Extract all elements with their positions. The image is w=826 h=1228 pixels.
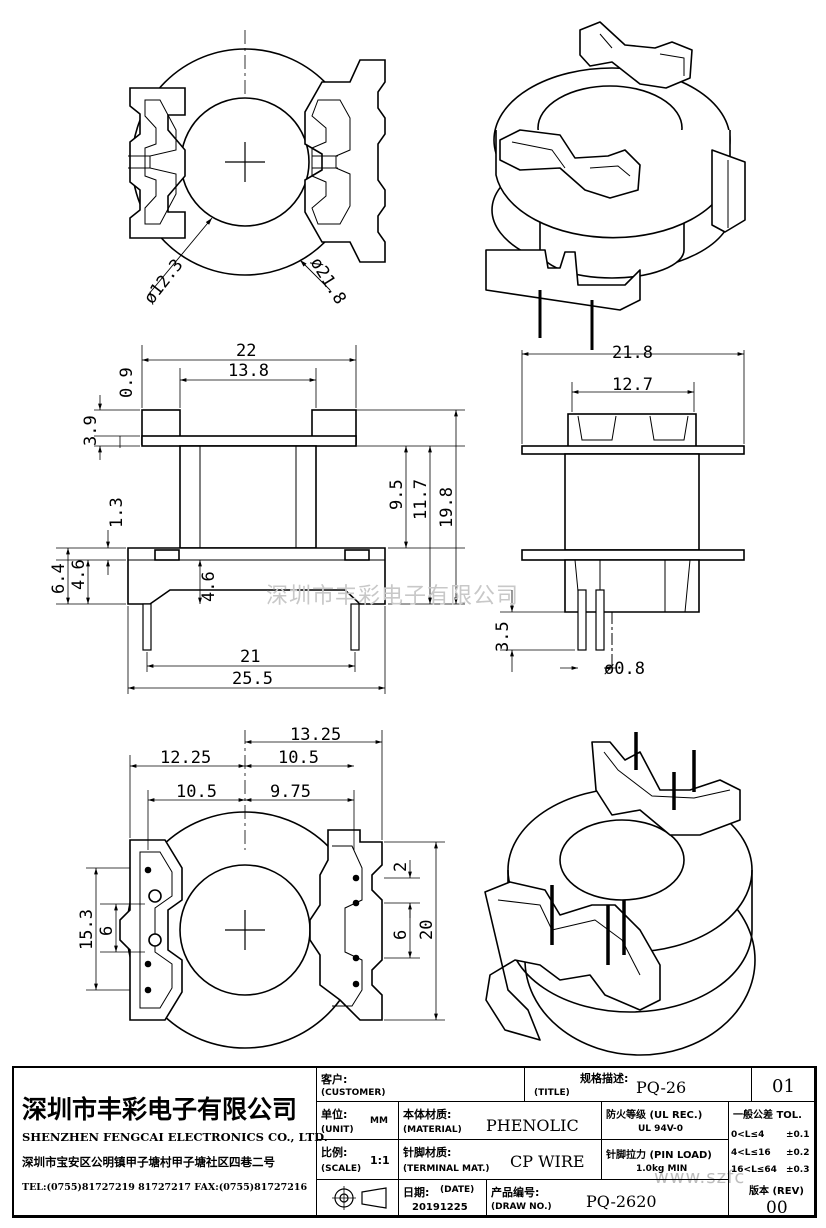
material-label-cn: 本体材质: bbox=[403, 1108, 452, 1121]
dim-h4-6b: 4.6 bbox=[199, 571, 219, 602]
watermark: 深圳市丰彩电子有限公司 bbox=[266, 584, 520, 609]
fire-value: UL 94V-0 bbox=[638, 1124, 684, 1134]
dim-h4-6a: 4.6 bbox=[69, 559, 89, 590]
customer-cell bbox=[317, 1068, 525, 1102]
title-label-en: (TITLE) bbox=[534, 1088, 570, 1098]
terminal-value: CP WIRE bbox=[510, 1152, 585, 1171]
dim-w21-8: 21.8 bbox=[612, 343, 653, 363]
front-view-dimensions bbox=[500, 350, 745, 672]
scale-cell bbox=[317, 1140, 399, 1180]
dim-w25-5: 25.5 bbox=[232, 669, 273, 689]
bottom-view bbox=[119, 730, 383, 1049]
rev-label: 版本 (REV) bbox=[749, 1186, 804, 1197]
dim-h20: 20 bbox=[417, 920, 437, 940]
tol2-value: ±0.2 bbox=[786, 1148, 810, 1158]
side-view bbox=[127, 409, 386, 651]
unit-label-cn: 单位: bbox=[321, 1108, 348, 1121]
dim-w13-25: 13.25 bbox=[290, 725, 341, 745]
dim-h6-4: 6.4 bbox=[49, 563, 69, 594]
tolerance-cell bbox=[729, 1102, 815, 1216]
fire-label: 防火等级 (UL REC.) bbox=[606, 1110, 703, 1121]
tol1-range: 0<L≤4 bbox=[731, 1130, 765, 1140]
material-label-en: (MATERIAL) bbox=[403, 1125, 462, 1135]
sheet-cell bbox=[752, 1068, 815, 1102]
company-name-cn: 深圳市丰彩电子有限公司 bbox=[22, 1095, 298, 1124]
unit-label-en: (UNIT) bbox=[321, 1125, 354, 1135]
title-block: 深圳市丰彩电子有限公司 SHENZHEN FENGCAI ELECTRONICS… bbox=[12, 1066, 817, 1218]
dim-h6b: 6 bbox=[391, 930, 411, 940]
pinload-label: 针脚拉力 (PIN LOAD) bbox=[606, 1150, 712, 1161]
dim-h15-3: 15.3 bbox=[77, 909, 97, 950]
dim-d-inner: ø12.3 bbox=[140, 255, 187, 308]
side-view-dimensions bbox=[56, 345, 465, 694]
title-value: PQ-26 bbox=[636, 1078, 687, 1097]
dim-h6a: 6 bbox=[97, 926, 117, 936]
spec-label-cn: 规格描述: bbox=[580, 1072, 629, 1085]
projection-cell bbox=[317, 1180, 399, 1216]
rev-value: 00 bbox=[766, 1198, 788, 1218]
date-label-en: (DATE) bbox=[440, 1185, 475, 1195]
dim-h2: 2 bbox=[391, 862, 411, 872]
customer-label-en: (CUSTOMER) bbox=[321, 1088, 386, 1098]
isometric-view-top bbox=[485, 21, 746, 350]
drawno-label-en: (DRAW NO.) bbox=[491, 1202, 552, 1212]
dim-w10-5b: 10.5 bbox=[176, 782, 217, 802]
dim-w10-5a: 10.5 bbox=[278, 748, 319, 768]
dim-h19-8: 19.8 bbox=[437, 487, 457, 528]
dim-w21: 21 bbox=[240, 647, 260, 667]
date-cell bbox=[399, 1180, 487, 1216]
dim-d-outer: ø21.8 bbox=[306, 254, 350, 308]
date-value: 20191225 bbox=[412, 1202, 468, 1213]
material-cell bbox=[399, 1102, 602, 1140]
tolerance-title: 一般公差 TOL. bbox=[733, 1110, 802, 1121]
drawno-value: PQ-2620 bbox=[586, 1192, 657, 1211]
watermark-url: www.szfc bbox=[654, 1167, 746, 1188]
tol1-value: ±0.1 bbox=[786, 1130, 810, 1140]
fire-cell bbox=[602, 1102, 729, 1140]
pinload-cell bbox=[602, 1140, 729, 1180]
dim-h0-9: 0.9 bbox=[117, 367, 137, 398]
scale-value: 1:1 bbox=[370, 1154, 390, 1167]
dim-w22: 22 bbox=[236, 341, 256, 361]
unit-cell bbox=[317, 1102, 399, 1140]
dim-w13-8: 13.8 bbox=[228, 361, 269, 381]
title-cell bbox=[525, 1068, 752, 1102]
bottom-view-dimensions bbox=[86, 730, 445, 1021]
front-view bbox=[521, 413, 745, 665]
company-cell bbox=[14, 1068, 317, 1216]
isometric-view-bottom bbox=[484, 732, 756, 1056]
pinload-value: 1.0kg MIN bbox=[636, 1164, 688, 1174]
dim-h11-7: 11.7 bbox=[411, 479, 431, 520]
scale-label-en: (SCALE) bbox=[321, 1164, 362, 1174]
terminal-label-en: (TERMINAL MAT.) bbox=[403, 1164, 490, 1174]
dim-w12-25: 12.25 bbox=[160, 748, 211, 768]
dim-d-pin: ø0.8 bbox=[604, 659, 645, 679]
company-name-en: SHENZHEN FENGCAI ELECTRONICS CO., LTD. bbox=[22, 1130, 328, 1144]
company-address: 深圳市宝安区公明镇甲子塘村甲子塘社区四巷二号 bbox=[22, 1155, 275, 1169]
company-phone: TEL:(0755)81727219 81727217 FAX:(0755)81… bbox=[22, 1182, 308, 1193]
tol3-range: 16<L≤64 bbox=[731, 1165, 777, 1175]
dim-h9-5: 9.5 bbox=[387, 479, 407, 510]
dim-h1-3: 1.3 bbox=[107, 497, 127, 528]
tol2-range: 4<L≤16 bbox=[731, 1148, 771, 1158]
top-view bbox=[128, 30, 386, 296]
tol3-value: ±0.3 bbox=[786, 1165, 810, 1175]
terminal-label-cn: 针脚材质: bbox=[403, 1146, 452, 1159]
dim-w12-7: 12.7 bbox=[612, 375, 653, 395]
dim-h3-9: 3.9 bbox=[81, 415, 101, 446]
date-label-cn: 日期: bbox=[403, 1186, 430, 1199]
unit-value: MM bbox=[370, 1116, 388, 1126]
projection-symbol-icon bbox=[332, 1186, 387, 1210]
drawno-cell bbox=[487, 1180, 729, 1216]
dim-w9-75: 9.75 bbox=[270, 782, 311, 802]
scale-label-cn: 比例: bbox=[321, 1146, 348, 1159]
terminal-cell bbox=[399, 1140, 602, 1180]
drawno-label-cn: 产品编号: bbox=[491, 1186, 540, 1199]
dim-h3-5: 3.5 bbox=[493, 621, 513, 652]
material-value: PHENOLIC bbox=[486, 1116, 579, 1135]
customer-label-cn: 客户: bbox=[321, 1073, 348, 1086]
sheet-value: 01 bbox=[772, 1076, 795, 1097]
